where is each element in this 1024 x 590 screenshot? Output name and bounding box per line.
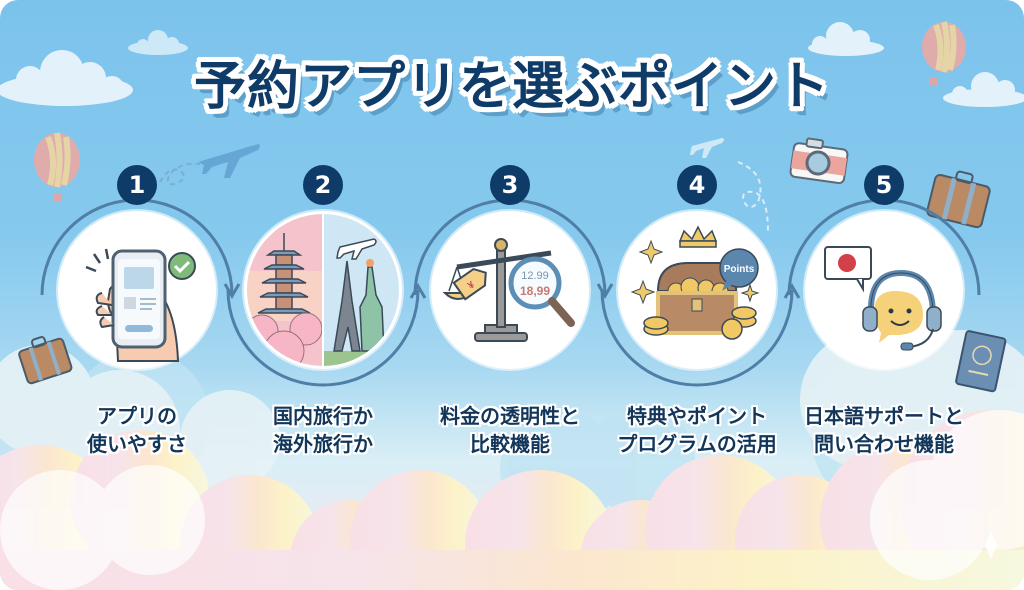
page-title: 予約アプリを選ぶポイント [193,57,830,117]
cloud-icon [128,30,188,55]
point-1-label: アプリの使いやすさ [87,404,187,456]
suitcase-icon [18,336,73,385]
point-3-illustration: ¥ 12.99 18,99 [431,211,589,369]
point-5-label: 日本語サポートと問い合わせ機能 [804,404,964,456]
point-4-label: 特典やポイントプログラムの活用 [617,404,777,456]
cloud-icon [0,50,133,106]
sparkle-icon [985,531,997,559]
step-badge-3: 3 [490,165,530,205]
price-new: 18,99 [520,284,550,298]
airplane-icon [690,138,769,233]
step-badge-2: 2 [303,165,343,205]
point-3-label: 料金の透明性と比較機能 [440,404,580,456]
points-bubble: Points [719,248,759,291]
point-2-illustration [244,211,402,369]
arrowhead-icon [223,283,801,299]
step-badge-5: 5 [864,165,904,205]
smartphone-check-icon [85,248,196,362]
hot-air-balloon-icon [922,21,966,86]
point-1-illustration [58,211,216,369]
camera-icon [789,137,849,185]
point-2-label: 国内旅行か海外旅行か [273,404,373,456]
treasure-chest-icon: Points [630,225,760,340]
price-old: 12.99 [521,270,549,282]
passport-icon [955,330,1007,393]
point-5-illustration [805,211,963,369]
cloud-icon [943,72,1024,107]
airplane-icon [159,144,260,186]
hot-air-balloon-icon [34,132,80,201]
headset-chat-icon [824,246,942,351]
scale-magnifier-icon: ¥ 12.99 18,99 [442,238,575,342]
japan-flag-bubble-icon [824,246,872,293]
svg-text:Points: Points [724,264,755,275]
point-4-illustration: Points [618,211,776,369]
step-badge-4: 4 [677,165,717,205]
price-tag-icon: ¥ [452,267,487,301]
svg-text:¥: ¥ [466,279,477,291]
step-badge-1: 1 [117,165,157,205]
suitcase-icon [926,170,991,229]
cloud-icon [808,22,884,56]
pagoda-eiffel-liberty-icon [247,214,399,366]
